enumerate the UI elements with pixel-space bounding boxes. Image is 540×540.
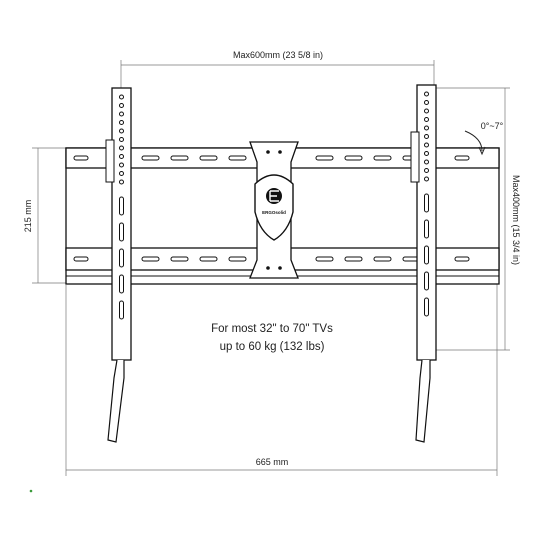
arm-hole bbox=[424, 159, 429, 165]
rail-slot bbox=[199, 155, 218, 161]
rail-slot bbox=[454, 155, 470, 161]
rail-slot bbox=[73, 256, 89, 262]
arm-hole bbox=[119, 179, 124, 185]
arm-hole bbox=[119, 94, 124, 100]
arm-slot bbox=[119, 300, 124, 320]
arm-hole bbox=[424, 134, 429, 139]
rail-slot bbox=[315, 155, 334, 161]
compatibility-note-line2: up to 60 kg (132 lbs) bbox=[220, 341, 325, 353]
arm-hole bbox=[119, 137, 124, 142]
arm-hole bbox=[119, 162, 124, 168]
center-screw-icon bbox=[278, 150, 282, 154]
right-safety-strap bbox=[415, 359, 431, 443]
arm-slot bbox=[119, 248, 124, 268]
arm-slot bbox=[119, 222, 124, 242]
arm-hole bbox=[424, 142, 429, 148]
rail-slot bbox=[373, 256, 392, 262]
rail-slot bbox=[344, 256, 363, 262]
right-arm-latch bbox=[410, 131, 420, 183]
rail-slot bbox=[199, 256, 218, 262]
rail-slot bbox=[454, 256, 470, 262]
arm-slot bbox=[119, 196, 124, 216]
rail-slot bbox=[170, 155, 189, 161]
arm-hole bbox=[119, 154, 124, 159]
arm-hole bbox=[424, 108, 429, 114]
arm-hole bbox=[119, 145, 124, 151]
arm-slot bbox=[424, 193, 429, 213]
corner-dot-icon bbox=[29, 489, 33, 493]
rail-slot bbox=[141, 256, 160, 262]
right-tv-arm bbox=[410, 84, 437, 443]
compatibility-note-line1: For most 32" to 70" TVs bbox=[211, 323, 333, 335]
top-width-label: Max600mm (23 5/8 in) bbox=[233, 50, 323, 60]
center-screw-icon bbox=[266, 150, 270, 154]
left-arm-holes bbox=[119, 94, 124, 320]
shield-logo-icon bbox=[254, 174, 294, 241]
bottom-width-label: 665 mm bbox=[256, 457, 289, 467]
arm-hole bbox=[119, 120, 124, 125]
center-plate: ERGOsolid bbox=[249, 141, 299, 279]
rail-slot bbox=[170, 256, 189, 262]
bottom-rail-slots bbox=[73, 256, 470, 262]
rail-slot bbox=[228, 256, 247, 262]
arm-slot bbox=[424, 245, 429, 265]
arm-slot bbox=[424, 297, 429, 317]
rail-slot bbox=[141, 155, 160, 161]
center-screw-icon bbox=[278, 266, 282, 270]
left-safety-strap bbox=[107, 359, 125, 443]
arm-hole bbox=[424, 117, 429, 122]
brand-logo-text: ERGOsolid bbox=[262, 210, 286, 215]
arm-hole bbox=[424, 151, 429, 156]
tilt-range-label: 0°~7° bbox=[481, 121, 504, 131]
right-arm-holes bbox=[424, 91, 429, 317]
arm-hole bbox=[119, 128, 124, 134]
tilt-arc bbox=[464, 130, 483, 152]
arm-hole bbox=[424, 168, 429, 173]
tilt-indicator bbox=[464, 130, 486, 156]
rail-slot bbox=[315, 256, 334, 262]
left-height-label: 215 mm bbox=[23, 200, 33, 233]
arm-hole bbox=[119, 111, 124, 117]
arm-hole bbox=[424, 125, 429, 131]
arm-hole bbox=[424, 100, 429, 105]
arm-slot bbox=[424, 271, 429, 291]
left-tv-arm bbox=[105, 87, 132, 443]
rail-slot bbox=[73, 155, 89, 161]
arm-hole bbox=[119, 103, 124, 108]
rail-slot bbox=[344, 155, 363, 161]
arm-hole bbox=[424, 176, 429, 182]
logo-letter-icon bbox=[269, 190, 279, 202]
left-arm-latch bbox=[105, 139, 115, 183]
arm-slot bbox=[119, 274, 124, 294]
rail-slot bbox=[228, 155, 247, 161]
tilt-arrow-icon bbox=[478, 146, 486, 156]
arm-slot bbox=[424, 219, 429, 239]
rail-slot bbox=[373, 155, 392, 161]
center-screw-icon bbox=[266, 266, 270, 270]
arm-hole bbox=[119, 171, 124, 176]
dimension-lines bbox=[32, 60, 510, 476]
right-height-label: Max400mm (15 3/4 in) bbox=[511, 175, 521, 265]
arm-hole bbox=[424, 91, 429, 97]
